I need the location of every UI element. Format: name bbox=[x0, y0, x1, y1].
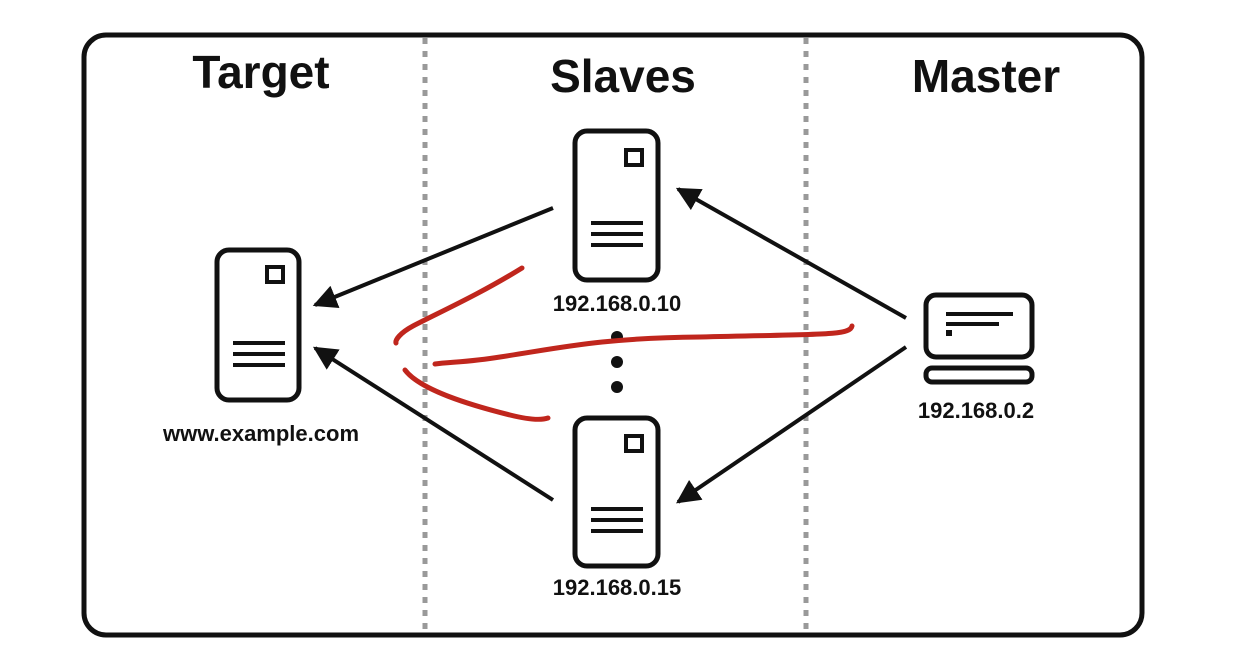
master-host-label: 192.168.0.2 bbox=[918, 398, 1034, 423]
diagram-frame bbox=[81, 32, 1145, 638]
section-title-master: Master bbox=[912, 50, 1060, 102]
arrow-master-to-slave-first bbox=[675, 187, 907, 320]
target-host-label: www.example.com bbox=[162, 421, 359, 446]
red-annotation-arrow bbox=[393, 265, 855, 422]
slave-server-icon bbox=[572, 415, 661, 569]
target-server-icon bbox=[214, 247, 302, 403]
arrow-slave-last-to-target bbox=[312, 346, 555, 502]
section-title-target: Target bbox=[192, 46, 329, 98]
slave-first-label: 192.168.0.10 bbox=[553, 291, 681, 316]
slave-server-icon bbox=[572, 128, 661, 283]
arrow-master-to-slave-last bbox=[676, 345, 908, 504]
master-laptop-icon bbox=[923, 292, 1035, 385]
arrow-slave-first-to-target bbox=[312, 206, 554, 308]
section-title-slaves: Slaves bbox=[550, 50, 696, 102]
slave-last-label: 192.168.0.15 bbox=[553, 575, 681, 600]
